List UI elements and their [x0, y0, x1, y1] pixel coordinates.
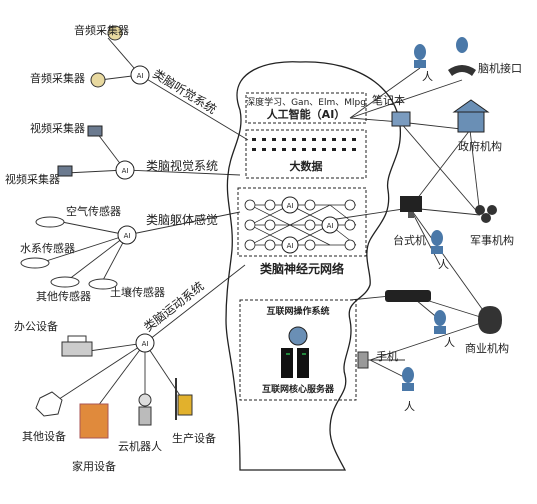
phone-icon — [357, 351, 369, 369]
other-device-label: 其他设备 — [22, 429, 66, 443]
forklift-icon — [175, 378, 193, 420]
neural-net-label: 类脑神经元网络 — [260, 261, 344, 276]
ai-box-caption: 深度学习、Gan、Elm、Mlpg — [246, 96, 366, 108]
ai-node-label: AI — [287, 202, 294, 210]
person-label: 人 — [444, 336, 455, 349]
hearing-system-label: 类脑听觉系统 — [150, 67, 218, 117]
home-device-icon — [79, 403, 109, 439]
vision-system-label: 类脑视觉系统 — [146, 158, 218, 173]
person-label: 人 — [422, 70, 433, 83]
desktop-icon — [400, 196, 422, 218]
vr-glasses-icon — [385, 290, 431, 302]
laptop-icon — [391, 111, 411, 127]
neural-ai-nodes: AI AI AI — [281, 196, 339, 254]
audio-collector-2-label: 音频采集器 — [30, 71, 85, 85]
big-data-dots — [252, 138, 356, 151]
svg-text:AI: AI — [137, 72, 144, 80]
core-server-label: 互联网核心服务器 — [262, 383, 335, 395]
svg-text:AI: AI — [122, 167, 129, 175]
soil-sensor-label: 土壤传感器 — [110, 285, 165, 299]
commerce-label: 商业机构 — [465, 341, 509, 355]
production-device-label: 生产设备 — [172, 431, 216, 445]
ai-node-label: AI — [327, 222, 334, 230]
ai-hub-somatic: AI — [117, 225, 137, 245]
bci-label: 脑机接口 — [478, 61, 522, 75]
government-label: 政府机构 — [458, 139, 502, 153]
air-sensor-label: 空气传感器 — [66, 204, 121, 218]
internet-os-label: 互联网操作系统 — [266, 305, 329, 317]
other-sensor-label: 其他传感器 — [36, 290, 91, 303]
home-device-label: 家用设备 — [72, 459, 116, 473]
sensor-ellipses — [20, 216, 118, 290]
military-icon — [475, 205, 497, 223]
video-collector-2-label: 视频采集器 — [5, 172, 60, 186]
bci-device-icon — [448, 65, 476, 76]
commerce-icon — [478, 306, 502, 334]
office-device-label: 办公设备 — [14, 319, 58, 333]
head-outline — [225, 61, 401, 471]
internet-os-box — [239, 299, 357, 401]
big-data-box — [245, 129, 367, 179]
cloud-robot-label: 云机器人 — [118, 439, 162, 453]
audio-collector-icon — [90, 25, 123, 88]
neural-net-nodes — [244, 199, 356, 251]
somatic-system-label: 类脑躯体感觉 — [146, 212, 218, 227]
audio-collector-1-label: 音频采集器 — [74, 23, 129, 37]
ai-box-title: 人工智能（AI） — [267, 107, 346, 121]
person-label: 人 — [404, 400, 415, 413]
person-label: 人 — [438, 258, 449, 271]
ai-node-label: AI — [287, 242, 294, 250]
core-server-icon — [281, 326, 309, 378]
cloud-robot-icon — [138, 393, 152, 426]
ai-box — [245, 92, 367, 124]
big-data-label: 大数据 — [290, 159, 323, 173]
ai-hub-vision: AI — [115, 160, 135, 180]
phone-label: 手机 — [376, 349, 398, 363]
military-label: 军事机构 — [470, 233, 514, 247]
government-building-icon — [452, 99, 490, 133]
svg-text:AI: AI — [124, 232, 131, 240]
video-collector-1-label: 视频采集器 — [30, 121, 85, 135]
other-device-icon — [35, 391, 63, 417]
ai-hub-motor: AI — [135, 333, 155, 353]
connection-lines — [39, 37, 491, 411]
printer-icon — [61, 335, 93, 357]
person-icon — [402, 37, 468, 391]
desktop-label: 台式机 — [393, 233, 426, 247]
svg-text:AI: AI — [142, 340, 149, 348]
neural-net-box — [237, 187, 367, 257]
ai-hub-hearing: AI — [130, 65, 150, 85]
laptop-label: 笔记本 — [372, 93, 405, 107]
video-collector-icon — [57, 125, 103, 177]
water-sensor-label: 水系传感器 — [20, 242, 75, 255]
